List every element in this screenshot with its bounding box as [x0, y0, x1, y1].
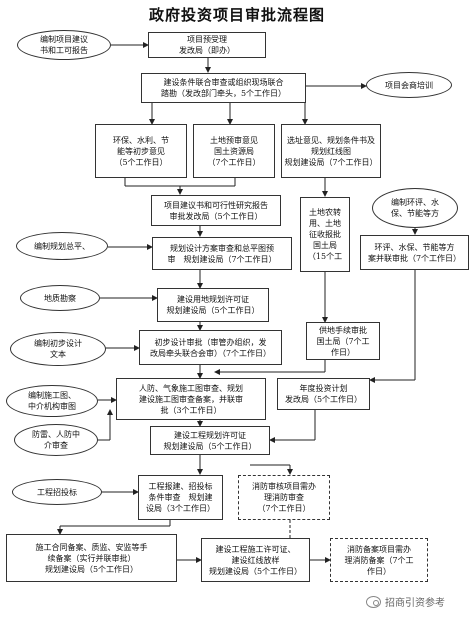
- watermark-text: 招商引资参考: [385, 598, 445, 609]
- node-dizhi-kancha: 地质勘察: [20, 285, 100, 311]
- node-shigong-xuke: 建设工程施工许可证、 建设红线放样 规划建设局（5个工作日）: [201, 538, 310, 582]
- node-gongdi-pizhun: 供地手续审批 国土局（7个工 作日）: [306, 322, 380, 360]
- node-huanbao-shuili: 环保、水利、节 能等初步意见 （5个工作日）: [95, 124, 187, 178]
- wechat-icon: [366, 595, 381, 608]
- node-bianzhi-huanping: 编制环评、水 保、节能等方: [372, 188, 458, 228]
- page-title: 政府投资项目审批流程图: [148, 6, 325, 24]
- node-bianzhi-jianyi: 编制项目建议 书和工可报告: [17, 30, 111, 60]
- node-lixiang: 项目预受理 发改局（即办）: [148, 32, 266, 58]
- node-bianzhi-guihua: 编制规划总平、: [16, 232, 108, 260]
- node-kexing-yanjiu: 项目建议书和可行性研究报告 审批发改局（5个工作日）: [151, 195, 281, 226]
- node-hetong-beian: 施工合同备案、质监、安监等手 续备案（实行并联审批） 规划建设局（5个工作日）: [6, 534, 177, 582]
- watermark: 招商引资参考: [366, 594, 445, 609]
- node-xiaofang-beian: 消防备案项目需办 理消防备案（7个工 作日）: [330, 538, 428, 582]
- node-huanping-pifu: 环评、水保、节能等方 案并联审批（7个工作日）: [360, 235, 469, 270]
- node-xuanzhi-kancha: 建设条件联合审查或组织现场联合 踏勘（发改部门牵头，5个工作日）: [141, 73, 306, 103]
- node-fanglei-renfang: 防雷、人防中 介审查: [14, 424, 98, 456]
- node-tudi-nongzhuan: 土地农转 用、土地 征收报批 国土局 （15个工: [300, 197, 350, 272]
- node-baojian: 工程报建、招投标 条件审查 规划建 设局（3个工作日）: [138, 475, 223, 520]
- node-bianzhi-chubu: 编制初步设计 文本: [10, 332, 106, 366]
- node-xiaofang-shenhe: 消防审核项目需办 理消防审查 （7个工作日）: [238, 475, 330, 520]
- node-bianzhi-shigongtu: 编制施工图、 中介机构审图: [6, 385, 98, 417]
- node-gongcheng-zhaobiao: 工程招投标: [12, 479, 102, 505]
- node-yongdi-xuke: 建设用地规划许可证 规划建设局（5个工作日）: [157, 288, 269, 322]
- node-niandu-jihua: 年度投资计划 发改局（5个工作日）: [277, 378, 370, 410]
- node-xuanzhi-yijian: 选址意见、规划条件书及 规划红线图 规划建设局（7个工作日）: [281, 124, 381, 178]
- node-tudi-yushen: 土地预审意见 国土资源局 （7个工作日）: [193, 124, 275, 178]
- node-huishang-peixun: 项目会商培训: [366, 72, 452, 98]
- node-renfang-tuzhi: 人防、气象施工图审查、规划 建设施工图审查备案，并联审 批（3个工作日）: [116, 378, 266, 420]
- node-guihua-fangan: 规划设计方案审查和总平图预 审 规划建设局（7个工作日）: [152, 237, 292, 270]
- node-gongcheng-xuke: 建设工程规划许可证 规划建设局（5个工作日）: [150, 426, 270, 455]
- node-chubu-sheji: 初步设计审批（审管办组织，发 改局牵头联合会审）（7个工作日）: [139, 330, 282, 365]
